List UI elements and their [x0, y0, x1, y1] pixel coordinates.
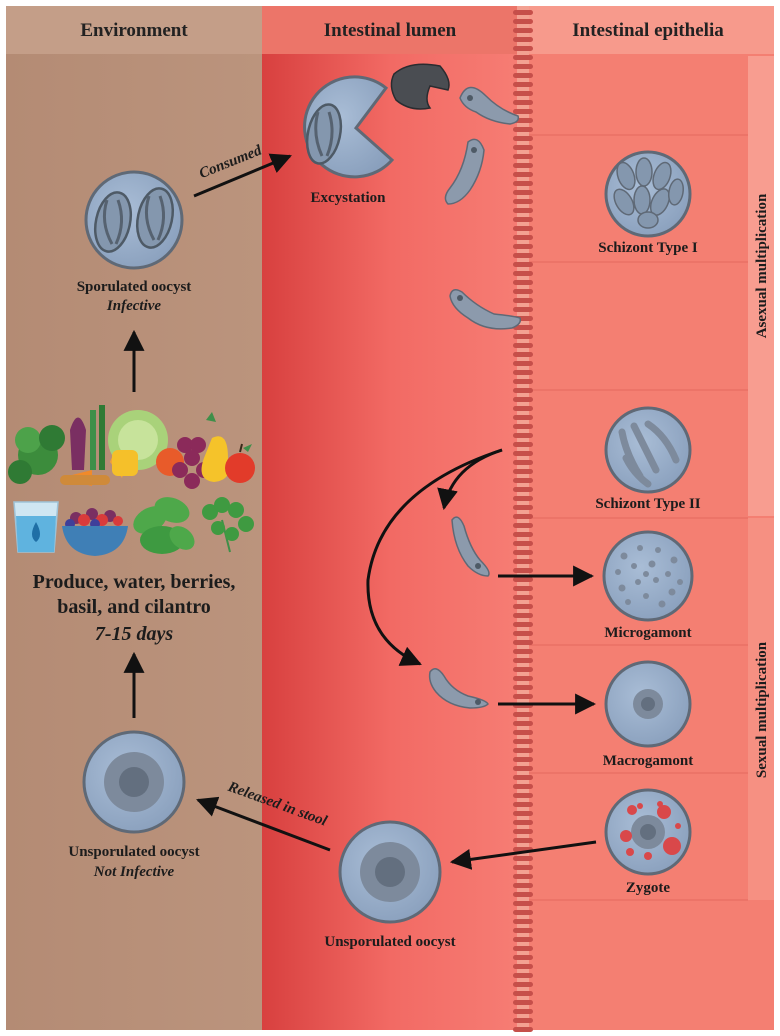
unsporulated-env-sub: Not Infective: [93, 864, 175, 880]
sexual-box: [748, 518, 774, 900]
macrogamont-icon: [604, 660, 692, 748]
brush-border-microvilli: [513, 6, 533, 1032]
arrow-consumed: [193, 153, 292, 198]
schizont1-label: Schizont Type I: [598, 240, 698, 256]
header-epithelia: Intestinal epithelia: [572, 20, 724, 41]
asexual-box: [748, 56, 774, 516]
sporulated-title: Sporulated oocyst: [77, 279, 192, 295]
cilantro-icon: [202, 497, 254, 553]
berry-bowl-icon: [62, 508, 128, 556]
sporozoite-icon-1: [459, 86, 520, 125]
zygote-label: Zygote: [626, 880, 671, 896]
produce-line2: basil, and cilantro: [57, 596, 211, 618]
sporulated-oocyst-icon: [84, 170, 184, 270]
merozoite-icon-1: [449, 289, 522, 330]
basil-icon: [133, 497, 195, 554]
header-lumen: Intestinal lumen: [324, 20, 457, 41]
microgamont-label: Microgamont: [604, 625, 691, 641]
merozoite-icon-3: [428, 668, 489, 709]
header-bar-epithelia: [520, 6, 774, 54]
asexual-label: Asexual multiplication: [754, 193, 770, 338]
unsporulated-oocyst-env-icon: [82, 730, 186, 834]
microgamont-icon: [602, 530, 694, 622]
schizont-type1-icon: [604, 150, 692, 238]
header-bar-lumen: [262, 6, 520, 54]
sporulated-sub: Infective: [106, 298, 161, 314]
header-bar-environment: [6, 6, 262, 54]
excystation-label: Excystation: [311, 190, 387, 206]
sporozoite-icon-2: [444, 138, 485, 205]
epithelial-cell-dividers: [520, 134, 748, 901]
water-glass-icon: [13, 501, 59, 553]
arrow-zygote-to-oocyst: [449, 840, 597, 870]
sporocyst-shell-icon: [390, 63, 450, 110]
unsporulated-oocyst-lumen-icon: [338, 820, 442, 924]
schizont-type2-icon: [604, 406, 692, 494]
unsporulated-lumen-label: Unsporulated oocyst: [324, 934, 455, 950]
macrogamont-label: Macrogamont: [603, 753, 694, 769]
arrow-schizont2-to-macro: [366, 448, 503, 666]
sexual-label: Sexual multiplication: [754, 641, 770, 778]
arrow-released-in-stool: [196, 796, 331, 852]
unsporulated-env-title: Unsporulated oocyst: [68, 844, 199, 860]
zygote-icon: [604, 788, 692, 876]
produce-line1: Produce, water, berries,: [33, 571, 236, 593]
vegetables-fruits-icon: [8, 405, 255, 489]
header-environment: Environment: [80, 20, 188, 41]
schizont2-label: Schizont Type II: [595, 496, 700, 512]
produce-days: 7-15 days: [95, 623, 174, 645]
merozoite-icon-2: [451, 516, 490, 577]
excystation-oocyst-icon: [303, 75, 395, 179]
